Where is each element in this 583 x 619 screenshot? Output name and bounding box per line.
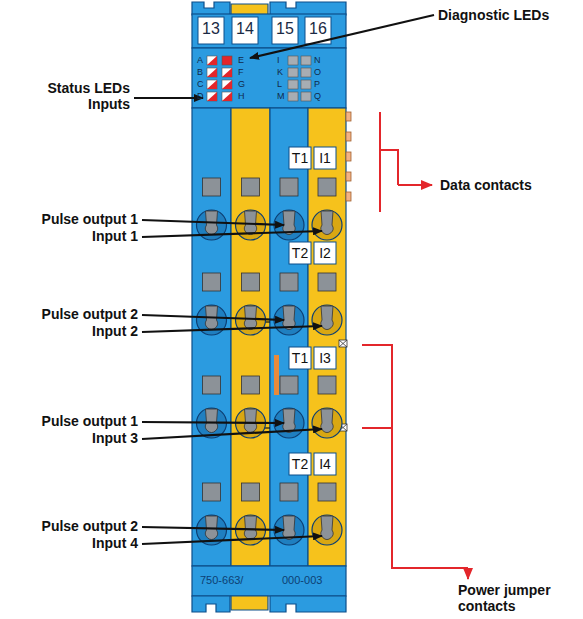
release-button: [242, 178, 260, 196]
release-button: [280, 483, 298, 501]
release-button: [242, 483, 260, 501]
terminal-tag: T1: [289, 350, 311, 366]
status-led-red: [222, 80, 232, 89]
terminal-tag: T2: [289, 456, 311, 472]
release-button: [203, 178, 221, 196]
clamp-slot: [321, 211, 333, 234]
release-button: [203, 483, 221, 501]
led-letter: G: [238, 79, 248, 89]
led-letter: C: [197, 79, 207, 89]
clamp-slot: [245, 409, 257, 432]
clamp-slot: [283, 306, 295, 329]
callout-label: Input 3: [14, 430, 138, 446]
led-letter: P: [314, 79, 324, 89]
release-button: [242, 376, 260, 394]
marker-number: 13: [198, 20, 224, 38]
clamp-slot: [321, 409, 333, 432]
release-button: [203, 376, 221, 394]
marker-number: 15: [272, 20, 298, 38]
led-letter: L: [277, 79, 287, 89]
terminal-tag: T2: [289, 245, 311, 261]
clamp-slot: [283, 211, 295, 234]
status-led-red: [207, 68, 217, 77]
terminal-tag: T1: [289, 150, 311, 166]
diagnostic-led: [288, 68, 298, 77]
callout-label: Pulse output 1: [14, 413, 138, 429]
release-button: [318, 273, 336, 291]
callout-label: Input 4: [14, 535, 138, 551]
clamp-slot: [245, 516, 257, 539]
status-led: [207, 80, 217, 89]
callout-label: Power jumper contacts: [458, 582, 576, 614]
marker-number: 14: [232, 20, 258, 38]
status-led: [222, 68, 232, 77]
release-button: [318, 376, 336, 394]
callout-label: Status LEDs Inputs: [26, 80, 130, 112]
status-led-red: [207, 80, 217, 89]
marker-number: 16: [305, 20, 331, 38]
article-number: 000-003: [282, 574, 344, 587]
led-letter: Q: [314, 91, 324, 101]
led-letter: B: [197, 67, 207, 77]
led-letter: K: [277, 67, 287, 77]
callout-label: Input 2: [14, 323, 138, 339]
release-button: [318, 483, 336, 501]
status-led: [222, 56, 232, 65]
clamp-opening: [312, 408, 342, 438]
callout-label: Data contacts: [440, 177, 575, 193]
terminal-tag: I3: [314, 350, 336, 366]
terminal-tag: I2: [314, 245, 336, 261]
diagnostic-led: [288, 92, 298, 101]
callout-label: Pulse output 2: [14, 306, 138, 322]
led-letter: D: [197, 91, 207, 101]
status-led: [207, 92, 217, 101]
clamp-opening: [312, 515, 342, 545]
status-led: [222, 80, 232, 89]
release-button: [318, 178, 336, 196]
clamp-slot: [283, 409, 295, 432]
release-button: [280, 178, 298, 196]
status-led-red: [207, 92, 217, 101]
callout-label: Pulse output 1: [14, 211, 138, 227]
status-led-red: [222, 92, 232, 101]
led-letter: H: [238, 91, 248, 101]
clamp-slot: [283, 516, 295, 539]
status-led: [222, 92, 232, 101]
callout-label: Diagnostic LEDs: [438, 7, 578, 23]
terminal-tag: I4: [314, 456, 336, 472]
release-button: [280, 376, 298, 394]
status-led-red: [207, 56, 217, 65]
status-led-red: [222, 68, 232, 77]
diagnostic-led: [288, 80, 298, 89]
clamp-slot: [321, 516, 333, 539]
led-letter: N: [314, 55, 324, 65]
diagnostic-led: [301, 92, 311, 101]
article-number: 750-663/: [200, 574, 270, 587]
status-led: [207, 68, 217, 77]
clamp-slot: [206, 409, 218, 432]
terminal-tag: I1: [314, 150, 336, 166]
led-letter: I: [277, 55, 287, 65]
release-button: [203, 273, 221, 291]
release-button: [280, 273, 298, 291]
led-letter: O: [314, 67, 324, 77]
diagnostic-led: [301, 68, 311, 77]
diagnostic-led: [301, 80, 311, 89]
led-letter: M: [277, 91, 287, 101]
callout-label: Pulse output 2: [14, 518, 138, 534]
diagnostic-led: [288, 56, 298, 65]
clamp-slot: [321, 306, 333, 329]
callout-label: Input 1: [14, 228, 138, 244]
release-button: [242, 273, 260, 291]
led-letter: F: [238, 67, 248, 77]
led-letter: E: [238, 55, 248, 65]
clamp-opening: [312, 305, 342, 335]
diagnostic-led: [301, 56, 311, 65]
led-letter: A: [197, 55, 207, 65]
clamp-opening: [312, 210, 342, 240]
status-led: [207, 56, 217, 65]
